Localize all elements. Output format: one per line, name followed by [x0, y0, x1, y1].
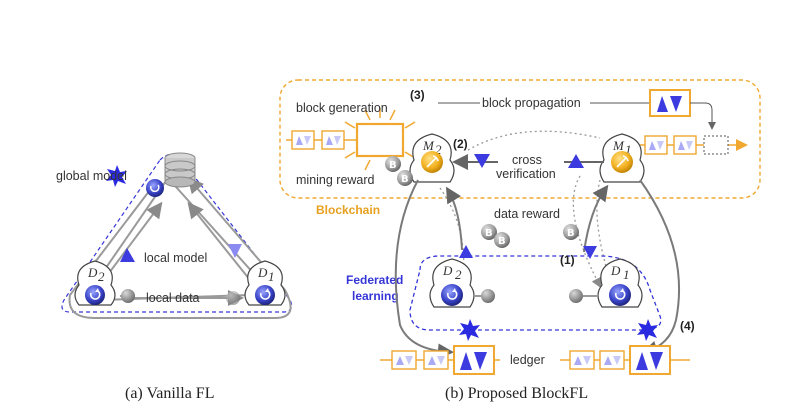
caption-a: (a) Vanilla FL [125, 385, 214, 402]
ledger-right [560, 345, 690, 375]
refresh-device-icon [85, 285, 105, 305]
ledger-label: ledger [510, 353, 545, 367]
miner-m2-sub: 2 [435, 142, 442, 157]
miner-m1-label: M [612, 138, 625, 153]
device-d2: D 2 [74, 260, 116, 306]
panel-blockfl: block generation (3) block propagation M [279, 79, 761, 402]
device-d2b-label: D [442, 263, 453, 278]
data-dot-icon-4 [569, 289, 598, 303]
data-dot-icon [120, 289, 135, 303]
triangle-cross-model-icon-2 [568, 154, 584, 168]
svg-text:B: B [567, 228, 575, 239]
federated-label-2: learning [352, 289, 399, 303]
panel-vanilla-fl: global model local model D 2 local data [56, 152, 293, 402]
local-model-label: local model [144, 251, 207, 265]
star-global-model-icon-2 [459, 319, 480, 341]
federated-label-1: Federated [346, 273, 403, 287]
refresh-global-icon [146, 179, 164, 197]
svg-text:B: B [485, 228, 493, 239]
new-block [344, 108, 416, 171]
device-d2-b: D 2 [429, 258, 475, 308]
step-1-label: (1) [560, 253, 575, 267]
chain-right [640, 135, 748, 155]
propagated-block [649, 89, 691, 117]
triangle-local-model-icon [120, 248, 135, 262]
blockchain-label: Blockchain [316, 203, 380, 217]
block-propagation-label: block propagation [482, 96, 581, 110]
blockchain-region [279, 79, 761, 199]
bitcoin-coin-icon-2: B B B [481, 224, 579, 248]
miner-m2-label: M [422, 138, 435, 153]
svg-text:B: B [498, 236, 506, 247]
step-3-label: (3) [410, 88, 425, 102]
block-generation-label: block generation [296, 101, 388, 115]
star-global-model-icon-3 [637, 319, 658, 341]
pickaxe-miner-icon [421, 151, 443, 173]
federated-region [409, 255, 662, 331]
svg-text:B: B [401, 174, 409, 185]
mining-reward-label: mining reward [296, 173, 375, 187]
bitcoin-coin-icon: B B [385, 156, 413, 186]
caption-b: (b) Proposed BlockFL [445, 385, 588, 402]
device-d1-sub: 1 [268, 269, 275, 284]
triangle-upload-icon-2 [583, 246, 597, 259]
database-icon [164, 152, 196, 188]
device-d1b-sub: 1 [623, 267, 630, 282]
device-d1-b: D 1 [597, 258, 643, 308]
step-4-label: (4) [680, 319, 695, 333]
miner-m2: M 2 [409, 133, 455, 183]
step-2-label: (2) [453, 137, 468, 151]
refresh-device-icon-2 [255, 285, 275, 305]
chain-left [286, 130, 356, 150]
data-reward-label: data reward [494, 207, 560, 221]
device-d1-label: D [257, 265, 268, 280]
global-model-label: global model [56, 169, 127, 183]
cross-verification-label-2: verification [496, 167, 556, 181]
cross-verification-label-1: cross [512, 153, 542, 167]
local-data-label: local data [146, 291, 200, 305]
ledger-left [380, 345, 500, 375]
triangle-upload-icon [459, 245, 473, 258]
data-dot-icon-2 [226, 291, 240, 305]
data-dot-icon-3 [474, 289, 495, 303]
device-d1: D 1 [244, 260, 286, 306]
device-d2b-sub: 2 [455, 267, 462, 282]
training-loop [90, 177, 259, 302]
device-d2-label: D [87, 265, 98, 280]
triangle-local-model-icon-2 [228, 244, 242, 258]
miner-m1: M 1 [599, 133, 645, 183]
triangle-cross-model-icon [474, 154, 490, 168]
refresh-device-icon-4 [609, 284, 631, 306]
miner-m1-sub: 1 [625, 142, 632, 157]
device-d2-sub: 2 [98, 269, 105, 284]
star-global-model-icon [106, 165, 127, 187]
svg-text:B: B [389, 160, 397, 171]
refresh-device-icon-3 [441, 284, 463, 306]
pickaxe-miner-icon-2 [611, 151, 633, 173]
device-d1b-label: D [610, 263, 621, 278]
